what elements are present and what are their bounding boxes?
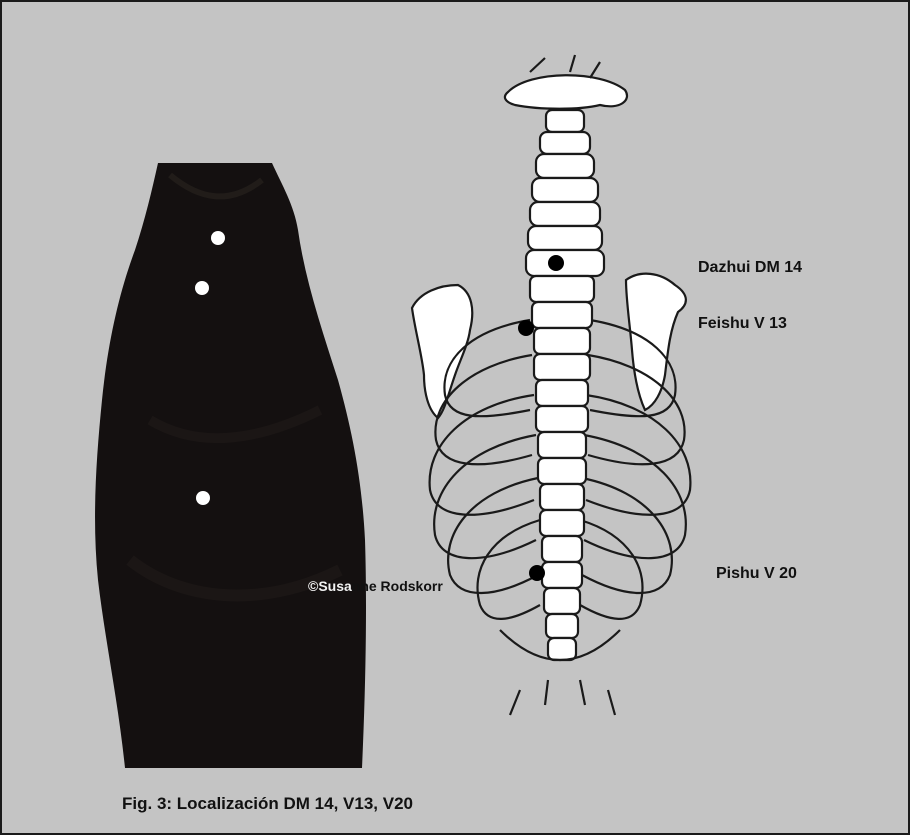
label-dazhui-dm14: Dazhui DM 14 (698, 259, 802, 277)
copyright-part-light: ©Susa (308, 578, 352, 594)
dog-back-photo (95, 163, 366, 768)
copyright-part-dark: nne Rodskorr (352, 578, 443, 594)
label-pishu-v20: Pishu V 20 (716, 565, 797, 583)
marker-skeleton-v13 (518, 320, 534, 336)
spine-skeleton-drawing (412, 55, 690, 715)
marker-dog-dm14 (211, 231, 225, 245)
marker-dog-v20 (196, 491, 210, 505)
marker-dog-v13 (195, 281, 209, 295)
label-feishu-v13: Feishu V 13 (698, 315, 787, 333)
marker-skeleton-dm14 (548, 255, 564, 271)
copyright-notice: ©Susanne Rodskorr (308, 578, 443, 594)
marker-skeleton-v20 (529, 565, 545, 581)
figure-caption: Fig. 3: Localización DM 14, V13, V20 (122, 794, 413, 814)
